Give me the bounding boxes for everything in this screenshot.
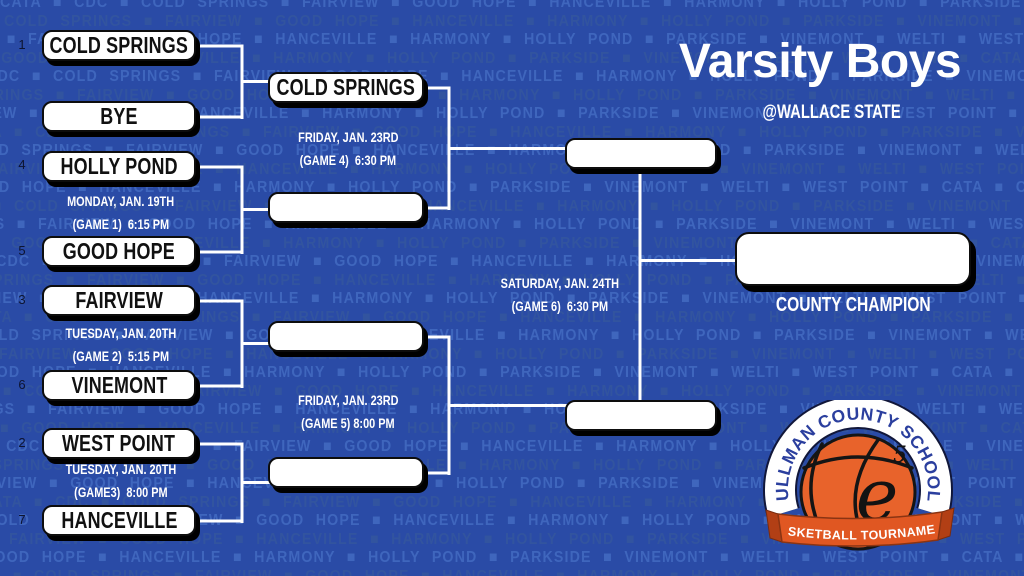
box-game4-top-cold-springs: COLD SPRINGS: [268, 72, 424, 103]
game1-schedule: MONDAY, JAN. 19TH (GAME 1) 6:15 PM: [21, 192, 221, 238]
seed-cold-springs: 1: [18, 37, 26, 52]
team-box-vinemont: VINEMONT: [42, 370, 196, 401]
game4-schedule: FRIDAY, JAN. 23RD (GAME 4) 6:30 PM: [248, 128, 448, 174]
pattern-row: CATA ■ CDC ■ COLD SPRINGS ■ FAIRVIEW ■ G…: [0, 549, 1024, 566]
team-name: GOOD HOPE: [62, 238, 176, 264]
game5-date: FRIDAY, JAN. 23RD: [297, 392, 399, 408]
game5-schedule: FRIDAY, JAN. 23RD (GAME 5) 8:00 PM: [248, 391, 448, 437]
game1-info: (GAME 1) 6:15 PM: [72, 216, 170, 232]
team-name: VINEMONT: [71, 372, 167, 398]
logo-arc-band: [765, 400, 951, 518]
seed-holly-pond: 4: [18, 157, 26, 172]
county-champion-box: [735, 232, 971, 286]
event-location-text: @WALLACE STATE: [762, 102, 902, 123]
pattern-row: CATA ■ CDC ■ COLD SPRINGS ■ FAIRVIEW ■ G…: [0, 0, 1024, 11]
pattern-row: CATA ■ CDC ■ COLD SPRINGS ■ FAIRVIEW ■ G…: [0, 530, 1024, 548]
game4-info: (GAME 4) 6:30 PM: [299, 152, 397, 168]
game2-info: (GAME 2) 5:15 PM: [72, 348, 170, 364]
game3-date: TUESDAY, JAN. 20TH: [65, 461, 177, 477]
team-name: HOLLY POND: [60, 153, 178, 179]
game5-info: (GAME 5) 8:00 PM: [301, 415, 395, 431]
box-game6-bottom-winner-game5: [565, 400, 717, 431]
team-box-cold-springs: COLD SPRINGS: [42, 30, 196, 61]
game2-schedule: TUESDAY, JAN. 20TH (GAME 2) 5:15 PM: [21, 324, 221, 370]
box-game6-top-winner-game4: [565, 138, 717, 169]
game6-info: (GAME 6) 6:30 PM: [511, 298, 609, 314]
team-box-holly-pond: HOLLY POND: [42, 151, 196, 182]
game6-schedule: SATURDAY, JAN. 24TH (GAME 6) 6:30 PM: [460, 274, 660, 320]
team-name: HANCEVILLE: [60, 507, 178, 533]
team-box-hanceville: HANCEVILLE: [42, 505, 196, 536]
game4-date: FRIDAY, JAN. 23RD: [297, 129, 399, 145]
team-box-bye: BYE: [42, 101, 196, 132]
seed-hanceville: 7: [18, 512, 26, 527]
pattern-row: CATA ■ CDC ■ COLD SPRINGS ■ FAIRVIEW ■ G…: [0, 567, 1024, 576]
banner-ribbon: [777, 511, 943, 547]
game3-info: (GAME3) 8:00 PM: [74, 484, 168, 500]
team-box-west-point: WEST POINT: [42, 428, 196, 459]
seed-good-hope: 5: [18, 243, 26, 258]
team-box-good-hope: GOOD HOPE: [42, 236, 196, 267]
team-name: FAIRVIEW: [75, 287, 163, 313]
box-game4-bottom-winner-game1: [268, 192, 424, 223]
champion-label-text: COUNTY CHAMPION: [776, 294, 931, 316]
seed-fairview: 3: [18, 292, 26, 307]
team-box-fairview: FAIRVIEW: [42, 285, 196, 316]
game3-schedule: TUESDAY, JAN. 20TH (GAME3) 8:00 PM: [21, 460, 221, 506]
event-location: @WALLACE STATE: [640, 102, 1024, 124]
pattern-row: CATA ■ CDC ■ COLD SPRINGS ■ FAIRVIEW ■ G…: [0, 12, 1024, 30]
team-name: COLD SPRINGS: [49, 32, 189, 58]
box-game5-bottom-winner-game3: [268, 457, 424, 488]
seed-west-point: 2: [18, 435, 26, 450]
seed-vinemont: 6: [18, 377, 26, 392]
team-name: COLD SPRINGS: [276, 74, 416, 100]
team-name: WEST POINT: [62, 430, 176, 456]
team-name: BYE: [100, 103, 138, 129]
page-title: Varsity Boys: [678, 35, 962, 88]
game6-date: SATURDAY, JAN. 24TH: [500, 275, 620, 291]
game2-date: TUESDAY, JAN. 20TH: [65, 325, 177, 341]
logo-exponent: 5: [893, 443, 907, 468]
game1-date: MONDAY, JAN. 19TH: [67, 193, 175, 209]
pattern-row: CATA ■ CDC ■ COLD SPRINGS ■ FAIRVIEW ■ G…: [0, 31, 1024, 48]
box-game5-top-winner-game2: [268, 321, 424, 352]
champion-label: COUNTY CHAMPION: [735, 294, 972, 317]
